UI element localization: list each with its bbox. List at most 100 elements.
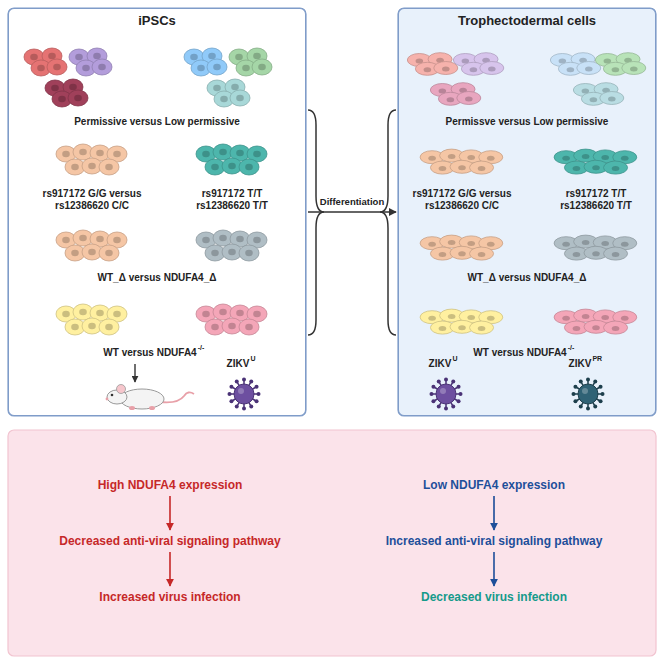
cell-nucleus <box>71 164 79 170</box>
cell-nucleus <box>113 237 121 243</box>
cell <box>480 62 504 75</box>
cell-nucleus <box>245 164 253 170</box>
superscript-label: -/- <box>198 344 205 352</box>
illustration-part <box>437 379 441 383</box>
cell-cluster <box>420 149 503 174</box>
illustration-part <box>440 388 446 394</box>
illustration-part <box>238 388 244 394</box>
cell-nucleus <box>253 53 261 59</box>
cell <box>604 321 628 334</box>
cell-nucleus <box>621 242 629 247</box>
outcome-text: Decreased virus infection <box>421 590 567 604</box>
cell <box>68 90 88 106</box>
panel-ground <box>8 430 656 656</box>
cell-nucleus <box>190 54 198 60</box>
cell-nucleus <box>601 315 609 320</box>
cell-cluster <box>550 53 600 76</box>
cell-nucleus <box>242 65 250 71</box>
cell-nucleus <box>69 84 77 90</box>
cell-nucleus <box>245 250 253 256</box>
cell-nucleus <box>105 164 113 170</box>
illustration-part <box>235 379 239 383</box>
cell-nucleus <box>562 316 570 321</box>
cell-cluster <box>45 79 88 107</box>
outcome-text-box: Increased virus infection <box>95 588 244 606</box>
illustration-part <box>242 407 246 411</box>
illustration-part <box>229 385 233 389</box>
panel-ground <box>8 8 306 416</box>
cell-cluster <box>207 79 250 107</box>
cell-nucleus <box>470 67 478 72</box>
superscript-label: U <box>452 355 457 363</box>
cell-nucleus <box>202 311 210 317</box>
cell-cluster <box>420 235 503 260</box>
illustration-part <box>572 392 576 396</box>
cell-nucleus <box>202 237 210 243</box>
cell-nucleus <box>448 314 456 319</box>
cell-nucleus <box>488 67 496 72</box>
cell-nucleus <box>573 252 581 257</box>
cell-nucleus <box>562 156 570 161</box>
cell-cluster <box>56 144 127 175</box>
outcome-text: High NDUFA4 expression <box>98 478 243 492</box>
cell <box>239 245 259 261</box>
cell-nucleus <box>447 97 455 102</box>
outcome-text-box: Increased anti-viral signaling pathway <box>382 532 607 550</box>
cell-nucleus <box>79 235 87 241</box>
cell <box>239 319 259 335</box>
cell-nucleus <box>30 54 38 60</box>
cell-nucleus <box>219 235 227 241</box>
mouse-icon <box>106 385 194 411</box>
cell <box>92 59 112 75</box>
cell-nucleus <box>465 97 473 102</box>
cell-nucleus <box>478 326 486 331</box>
illustration-part <box>459 392 463 396</box>
illustration-part <box>593 405 597 409</box>
illustration-part <box>430 392 434 396</box>
illustration-part <box>593 379 597 383</box>
cell-cluster <box>554 149 637 174</box>
cell-nucleus <box>93 53 101 59</box>
cell <box>457 92 481 105</box>
cell-nucleus <box>442 67 450 72</box>
illustration-part <box>573 385 577 389</box>
cell-nucleus <box>58 96 66 102</box>
cell-nucleus <box>573 166 581 171</box>
cell <box>470 161 494 174</box>
cell-nucleus <box>487 156 495 161</box>
cell <box>239 159 259 175</box>
condition-label: WT versus NDUFA4 <box>473 347 566 359</box>
cell-nucleus <box>424 67 432 72</box>
outcome-text: Increased virus infection <box>99 590 240 604</box>
superscript-label: U <box>250 355 255 363</box>
illustration-part <box>599 385 603 389</box>
cell-nucleus <box>582 154 590 159</box>
illustration-part <box>437 405 441 409</box>
cell-cluster <box>453 53 503 76</box>
cell-cluster <box>554 235 637 260</box>
panel-heading: iPSCs <box>9 13 305 28</box>
condition-label: rs917172 G/G versus rs12386620 C/C <box>33 188 151 212</box>
illustration-part <box>129 406 135 410</box>
arrow-connector <box>493 496 495 530</box>
virus-icon <box>430 378 463 411</box>
cell-nucleus <box>213 85 221 91</box>
outcome-text-box: Decreased anti-viral signaling pathway <box>55 532 284 550</box>
cell-nucleus <box>82 65 90 71</box>
condition-label: Permissive versus Low permissive <box>74 116 240 128</box>
cell-nucleus <box>219 309 227 315</box>
cell-nucleus <box>62 151 70 157</box>
cell-nucleus <box>71 324 79 330</box>
arrow-connector <box>493 552 495 586</box>
cell-nucleus <box>567 67 575 72</box>
cell <box>622 62 646 75</box>
cell-nucleus <box>236 95 244 101</box>
cell-nucleus <box>220 96 228 102</box>
cell-nucleus <box>585 67 593 72</box>
condition-label: ZIKV <box>227 358 250 370</box>
cell-nucleus <box>621 316 629 321</box>
condition-label: WT versus NDUFA4 <box>103 347 196 359</box>
cell-nucleus <box>612 326 620 331</box>
